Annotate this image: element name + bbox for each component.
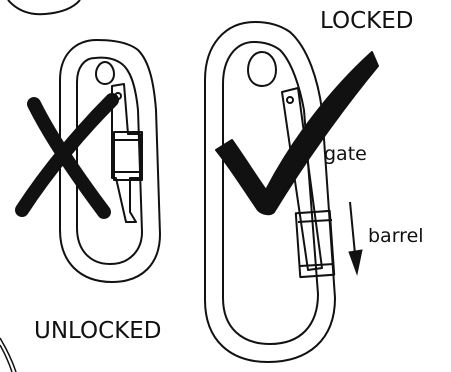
locked-carabiner (204, 21, 336, 363)
rope-fragment (0, 337, 17, 372)
unlocked-barrel (113, 131, 143, 181)
locked-outer-body (204, 21, 336, 363)
locked-nose-notch (247, 51, 277, 87)
locked-inner-body (222, 41, 319, 345)
locked-gate-pin (286, 96, 294, 104)
unlocked-gate (111, 83, 141, 223)
unlocked-inner-body (76, 56, 143, 265)
locked-gate (281, 87, 323, 271)
checkmark-icon (215, 51, 379, 216)
locked-label: LOCKED (320, 8, 413, 34)
barrel-label: barrel (368, 225, 424, 247)
unlocked-outer-body (59, 39, 161, 283)
unlocked-nose-notch (95, 61, 115, 85)
x-mark-icon (15, 93, 119, 219)
corner-circle-fragment (7, 0, 81, 16)
gate-label: gate (324, 143, 367, 165)
unlocked-label: UNLOCKED (34, 318, 162, 344)
down-arrow-icon (348, 201, 363, 276)
locked-barrel (294, 209, 336, 279)
